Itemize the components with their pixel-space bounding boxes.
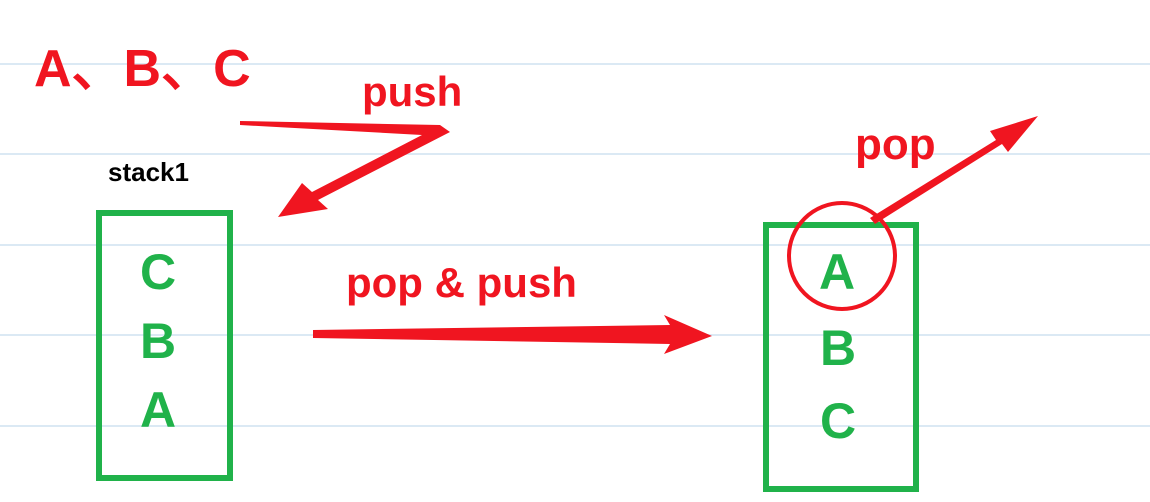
stack2-item-highlighted: A xyxy=(819,244,856,300)
stack1-item: B xyxy=(140,313,177,369)
stack2-item: C xyxy=(820,393,857,449)
stack1-box xyxy=(96,210,233,481)
stack2-box xyxy=(763,222,919,492)
ruled-line xyxy=(0,425,1150,427)
stack1-item: C xyxy=(140,244,177,300)
pop-arrow xyxy=(870,116,1038,224)
stack1-item: A xyxy=(140,382,177,438)
ruled-line xyxy=(0,63,1150,65)
highlight-circle xyxy=(787,201,897,311)
transfer-arrow xyxy=(313,315,712,354)
push-arrow xyxy=(240,121,450,217)
transfer-label: pop & push xyxy=(346,259,577,306)
stack2-item: B xyxy=(820,320,857,376)
ruled-line xyxy=(0,153,1150,155)
ruled-line xyxy=(0,244,1150,246)
input-sequence-text: A、B、C xyxy=(34,40,251,98)
stack1-label: stack1 xyxy=(108,157,189,187)
pop-label: pop xyxy=(855,120,936,169)
push-label: push xyxy=(362,68,463,115)
